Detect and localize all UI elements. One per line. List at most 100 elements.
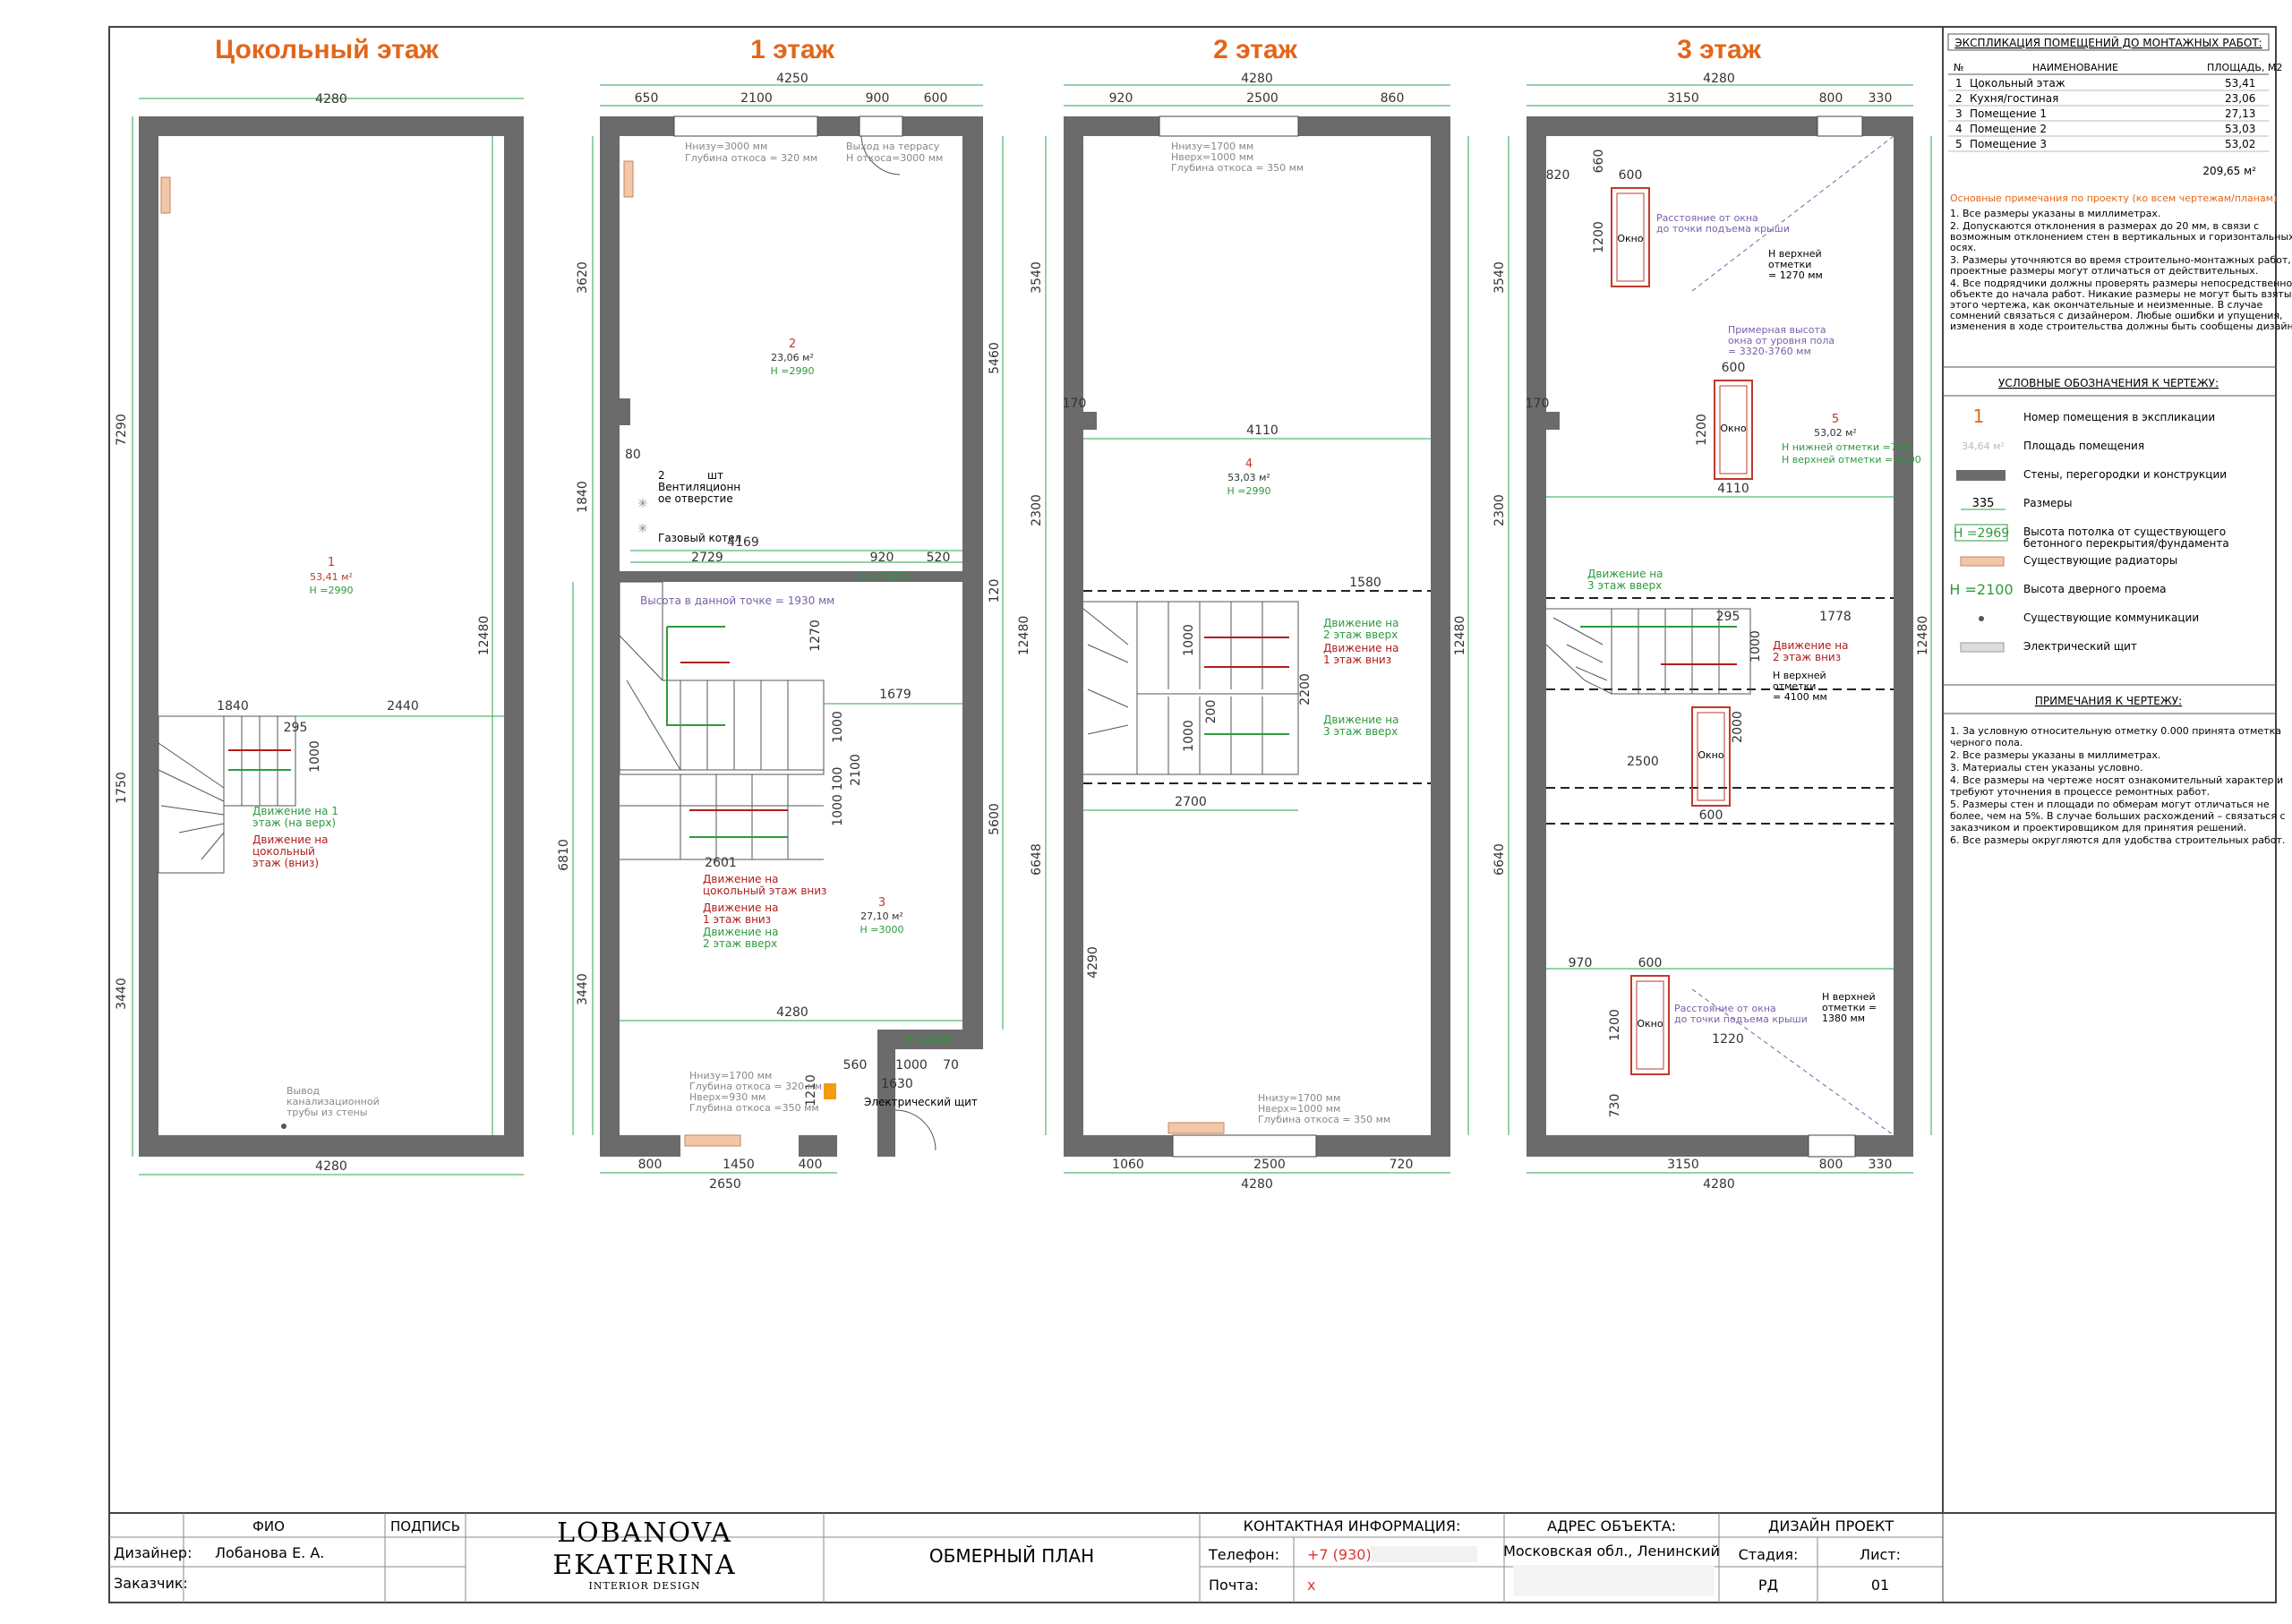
communication-icon: [1979, 616, 1984, 621]
window-note: Hверх=930 мм: [689, 1091, 765, 1103]
explication-row-area: 27,13: [2225, 107, 2255, 120]
dim-top: 2100: [740, 91, 773, 106]
skylight-window: [1714, 380, 1753, 480]
room-area: 27,10 м²: [860, 910, 903, 922]
door-swing: [860, 135, 901, 175]
stamp-designer-label: Дизайнер:: [114, 1544, 192, 1561]
dim-top: 650: [635, 91, 659, 106]
floor1-partition: [922, 571, 962, 582]
stage-value: РД: [1758, 1577, 1778, 1594]
skylight-label: Окно: [1720, 423, 1746, 434]
phone-value[interactable]: +7 (930): [1307, 1546, 1372, 1563]
dim-mid: 920: [870, 551, 894, 565]
explication-row-name: Помещение 1: [1970, 107, 2047, 120]
dim-mid: 2100: [849, 754, 863, 786]
dim-mid: 2200: [1298, 673, 1313, 705]
stamp-sign-header: ПОДПИСЬ: [390, 1518, 460, 1534]
dim-mid: 1270: [808, 620, 823, 652]
dim-top: 600: [924, 91, 948, 106]
dim-bottom: 2500: [1253, 1158, 1286, 1172]
skylight-note: H верхней: [1822, 991, 1876, 1003]
legend-label: Размеры: [2023, 497, 2073, 509]
stair-note: 3 этаж вверх: [1323, 725, 1398, 738]
radiator-icon: [623, 160, 634, 198]
dim-bottom: 2650: [709, 1177, 741, 1192]
dim-mid: 4110: [1246, 423, 1279, 438]
contact-header: КОНТАКТНАЯ ИНФОРМАЦИЯ:: [1244, 1517, 1461, 1534]
dim-top: 920: [1109, 91, 1133, 106]
sewer-note: трубы из стены: [286, 1107, 367, 1118]
dim-skylight: 4110: [1717, 482, 1749, 496]
legend-label: Площадь помещения: [2023, 440, 2144, 452]
stair-steps: [1082, 602, 1298, 774]
dim-skylight: 600: [1699, 808, 1723, 823]
explication-row-num: 3: [1955, 107, 1963, 120]
brand-logo-tagline: INTERIOR DESIGN: [589, 1580, 701, 1592]
window-note: Hверх=1000 мм: [1171, 151, 1253, 163]
explication-header: НАИМЕНОВАНИЕ: [2032, 62, 2118, 73]
door-swing: [894, 1109, 936, 1151]
dim-left: 12480: [1017, 616, 1031, 656]
project-note: 1. Все размеры указаны в миллиметрах.: [1950, 208, 2160, 219]
window-note: Глубина откоса =350 мм: [689, 1102, 819, 1114]
room-area: 53,03 м²: [1227, 472, 1270, 483]
dim-mid: 1630: [881, 1077, 913, 1091]
explication-row-area: 53,02: [2225, 138, 2255, 150]
dim-mid: 1580: [1349, 576, 1381, 590]
wall-niche: [1083, 412, 1097, 430]
stair-note: 3 этаж вверх: [1587, 579, 1662, 592]
legend-label: Номер помещения в экспликации: [2023, 411, 2215, 423]
dim-left: 2300: [1492, 494, 1507, 526]
stair-steps: [1552, 609, 1720, 694]
explication-row-area: 23,06: [2225, 92, 2255, 105]
door-height: H =2100: [860, 570, 907, 583]
dim-skylight: 730: [1608, 1094, 1622, 1118]
floor-title-basement: Цокольный этаж: [215, 35, 439, 64]
stair-steps: [619, 635, 825, 860]
dim-left: 1840: [576, 481, 590, 513]
stair-note: Движение на: [703, 873, 778, 885]
dim-mid: 4280: [776, 1005, 808, 1020]
project-note: 2. Допускаются отклонения в размерах до …: [1950, 220, 2292, 253]
stair-note: Движение на: [1773, 639, 1848, 652]
stair-outline: [1083, 601, 1299, 775]
floor-title-2: 2 этаж: [1213, 35, 1298, 64]
skylight-label: Окно: [1698, 749, 1723, 761]
height-note: H верхней: [1773, 670, 1826, 681]
window-note: Hнизу=1700 мм: [1171, 141, 1253, 152]
dim-stair: 1000: [308, 740, 322, 773]
dim-skylight: 600: [1638, 956, 1663, 970]
legend-area: 34,64 м²: [1962, 440, 2005, 452]
dim-bottom: 800: [638, 1158, 663, 1172]
room-height: H =2990: [771, 365, 815, 377]
height-note: = 4100 мм: [1773, 691, 1827, 703]
mail-value[interactable]: x: [1307, 1577, 1315, 1594]
explication-row-name: Помещение 2: [1970, 123, 2047, 135]
stair-note: Движение на 1: [252, 805, 338, 817]
drawing-note: 6. Все размеры округляются для удобства …: [1950, 834, 2285, 846]
dim-left: 3540: [1492, 261, 1507, 294]
stair-notes: Движение на 2 этаж вверх Движение на 1 э…: [1323, 617, 1398, 738]
explication-row-area: 53,03: [2225, 123, 2255, 135]
dim-skylight: 2000: [1731, 711, 1745, 743]
room-number: 3: [878, 896, 885, 910]
stair-note: этаж (на верх): [252, 816, 336, 829]
skylight-note: Примерная высота: [1728, 324, 1826, 336]
dim-skylight: 820: [1546, 168, 1570, 183]
boiler-note: Газовый котел: [658, 532, 741, 544]
skylight-window: [1630, 975, 1670, 1075]
stair-notes: Движение на 3 этаж вверх Движение на 2 э…: [1587, 568, 1848, 663]
stamp-client-label: Заказчик:: [114, 1575, 188, 1592]
stair-outline: [1545, 608, 1751, 695]
stair-note: 2 этаж вверх: [1323, 628, 1398, 641]
room-number: 4: [1245, 457, 1253, 471]
dim-bottom: 1450: [723, 1158, 755, 1172]
dim-left: 3620: [576, 261, 590, 294]
floor-plan-3: 4280 3150 800 330 3150 800 330 4280 3540…: [1492, 72, 1932, 1192]
dim-mid: 2729: [691, 551, 723, 565]
vent-note: ое отверстие: [658, 492, 733, 505]
dim-mid: 1000: [831, 711, 845, 743]
floor-plan-2: 4280 920 2500 860 1060 2500 720 4280 354…: [1017, 72, 1469, 1192]
stair-note: Движение на: [1323, 642, 1398, 654]
